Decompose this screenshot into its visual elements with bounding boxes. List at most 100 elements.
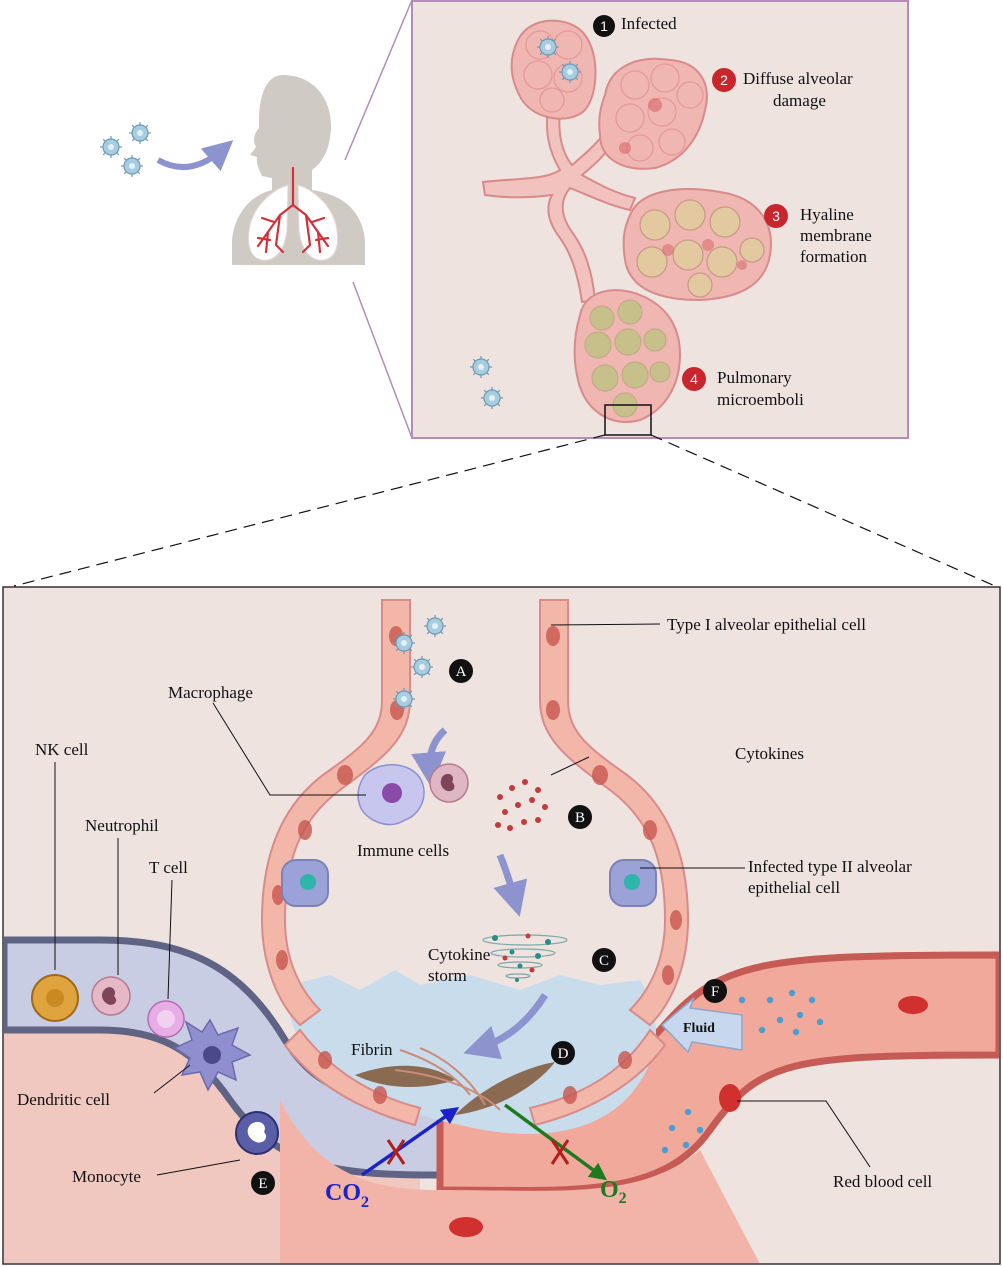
stage-2-text-line1: Diffuse alveolar (743, 69, 853, 88)
macrophage-label: Macrophage (168, 683, 253, 702)
alveoli-zoom-panel: 1 Infected 2 Diffuse alveolar damage 3 H… (411, 0, 909, 439)
virus-entry-arrow (411, 727, 448, 788)
storm-flow-arrow (463, 993, 548, 1060)
zoom-dashed-line (13, 434, 606, 587)
neutrophil-icon (91, 976, 131, 1016)
alveolar-cluster-hyaline (622, 188, 772, 302)
virus-icon (410, 655, 434, 679)
virus-icon (558, 60, 582, 84)
alveolar-cell-nuclei (272, 626, 682, 1104)
stage-1-number: 1 (600, 18, 608, 34)
stage-4-text-line1: Pulmonary (717, 368, 792, 387)
virus-icon (392, 631, 416, 655)
stage-4-text-line2: microemboli (717, 390, 804, 409)
stage-1-text: Infected (621, 14, 677, 33)
cytokine-flow-arrow (493, 853, 528, 917)
monocyte-icon (235, 1111, 279, 1155)
type1-cell-label: Type I alveolar epithelial cell (667, 615, 866, 634)
fibrin-strands (355, 1047, 555, 1115)
marker-d-text: D (558, 1046, 569, 1062)
stage-1-badge (593, 15, 615, 37)
leader-lines (54, 623, 871, 1176)
stage-3-text-line1: Hyaline (800, 205, 854, 224)
inhalation-arrow (156, 140, 234, 172)
marker-b: B (568, 805, 592, 829)
stage-3-text-line3: formation (800, 247, 868, 266)
marker-e-text: E (258, 1176, 267, 1192)
zoom-box (604, 404, 652, 436)
marker-d: D (551, 1041, 575, 1065)
nk-cell-label: NK cell (35, 740, 89, 759)
marker-a: A (449, 659, 473, 683)
stage-2-badge (712, 68, 736, 92)
marker-c: C (592, 948, 616, 972)
infected-type2-cell-left (281, 859, 329, 907)
red-blood-cell-icon (449, 996, 928, 1237)
cytokine-storm-label-line1: Cytokine (428, 945, 490, 964)
cytokine-storm-swirl (482, 933, 568, 982)
zoom-connector-line (344, 0, 413, 161)
stage-2-number: 2 (720, 72, 728, 88)
cytokine-storm-label-line2: storm (428, 966, 467, 985)
virus-icon (423, 614, 447, 638)
inhaled-virus-group (99, 121, 234, 178)
virus-icon (536, 35, 560, 59)
stage-3-text-line2: membrane (800, 226, 872, 245)
zoom-dashed-line (650, 434, 996, 587)
stage-4-number: 4 (690, 371, 698, 387)
marker-b-text: B (575, 810, 585, 826)
cytokine-dots (495, 779, 548, 831)
blocked-cross-icon (386, 1139, 406, 1165)
dendritic-cell-icon (173, 1018, 252, 1092)
zoom-connector-line (352, 281, 413, 439)
alveolar-cluster-diffuse-damage (598, 57, 708, 170)
fibrin-label: Fibrin (351, 1040, 393, 1059)
marker-c-text: C (599, 953, 609, 969)
cytokines-label: Cytokines (735, 744, 804, 763)
immune-cells-label: Immune cells (357, 841, 449, 860)
virus-icon (128, 121, 152, 145)
infected-type2-label-line2: epithelial cell (748, 878, 840, 897)
stage-2-label: 2 Diffuse alveolar damage (712, 68, 853, 110)
nk-cell-icon (31, 974, 79, 1022)
virus-icon (480, 386, 504, 410)
dendritic-cell-label: Dendritic cell (17, 1090, 110, 1109)
co2-arrow (360, 1106, 460, 1177)
infected-type2-label-line1: Infected type II alveolar (748, 857, 912, 876)
immune-cell-round (429, 763, 469, 803)
alveolar-cluster-microemboli (573, 289, 682, 423)
macrophage-cell (357, 764, 425, 826)
t-cell-label: T cell (149, 858, 188, 877)
vessel-wall-tissue (280, 1100, 440, 1263)
stage-1-label: 1 Infected (593, 14, 677, 37)
person-silhouette (232, 75, 365, 265)
blocked-cross-icon (550, 1139, 570, 1165)
marker-e: E (251, 1171, 275, 1195)
stage-3-badge (764, 204, 788, 228)
infected-type2-cell-right (609, 859, 657, 907)
virus-icon (120, 154, 144, 178)
stage-4-badge (682, 367, 706, 391)
virus-icon (99, 135, 123, 159)
alveolar-cluster-infected (510, 19, 597, 120)
monocyte-label: Monocyte (72, 1167, 141, 1186)
marker-a-text: A (456, 664, 467, 680)
t-cell-icon (147, 1000, 185, 1038)
stage-3-number: 3 (772, 208, 780, 224)
stage-2-text-line2: damage (773, 91, 826, 110)
fluid-label: Fluid (683, 1021, 715, 1036)
o2-label: O2 (600, 1177, 627, 1207)
alveolus-detail-panel: Type I alveolar epithelial cell Macropha… (2, 586, 1001, 1265)
marker-f: F (703, 979, 727, 1003)
stage-3-label: 3 Hyaline membrane formation (764, 204, 872, 266)
co2-label: CO2 (325, 1180, 369, 1211)
vessel-wall-tissue (440, 1150, 760, 1263)
fluid-leak-arrow (660, 997, 743, 1054)
stage-4-label: 4 Pulmonary microemboli (682, 367, 804, 409)
virus-icon (469, 355, 493, 379)
lungs-icon (248, 166, 338, 261)
neutrophil-label: Neutrophil (85, 816, 159, 835)
marker-f-text: F (711, 984, 719, 1000)
virus-icon (392, 687, 416, 711)
